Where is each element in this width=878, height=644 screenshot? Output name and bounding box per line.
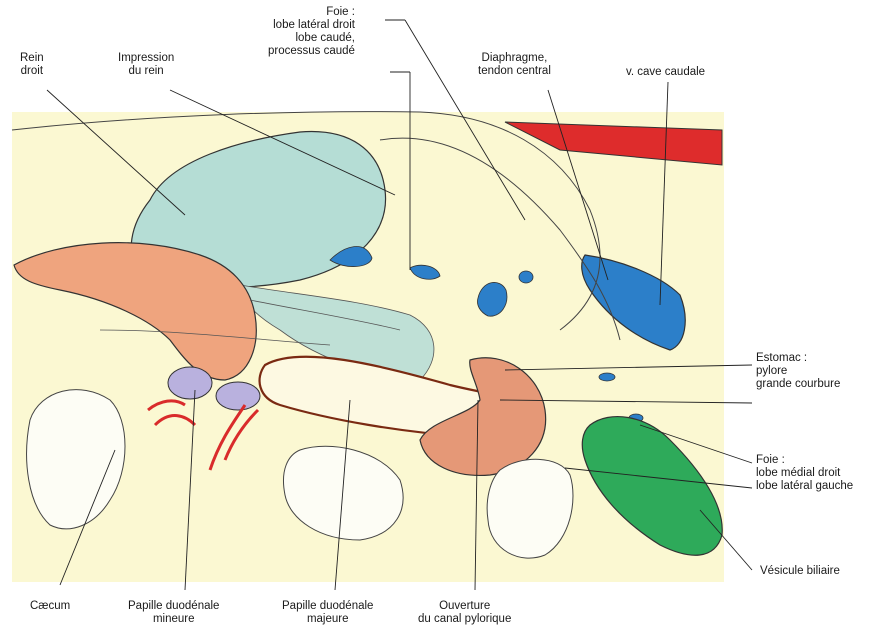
blue-patch-4: [519, 271, 533, 283]
major-papilla: [216, 382, 260, 410]
label-diaphragme: Diaphragme,tendon central: [478, 52, 551, 78]
minor-papilla: [168, 367, 212, 399]
label-v-cave-caudale: v. cave caudale: [626, 66, 705, 79]
label-vesicule-biliaire: Vésicule biliaire: [760, 565, 840, 578]
label-caecum: Cæcum: [30, 600, 70, 613]
blue-patch-5: [599, 373, 615, 381]
